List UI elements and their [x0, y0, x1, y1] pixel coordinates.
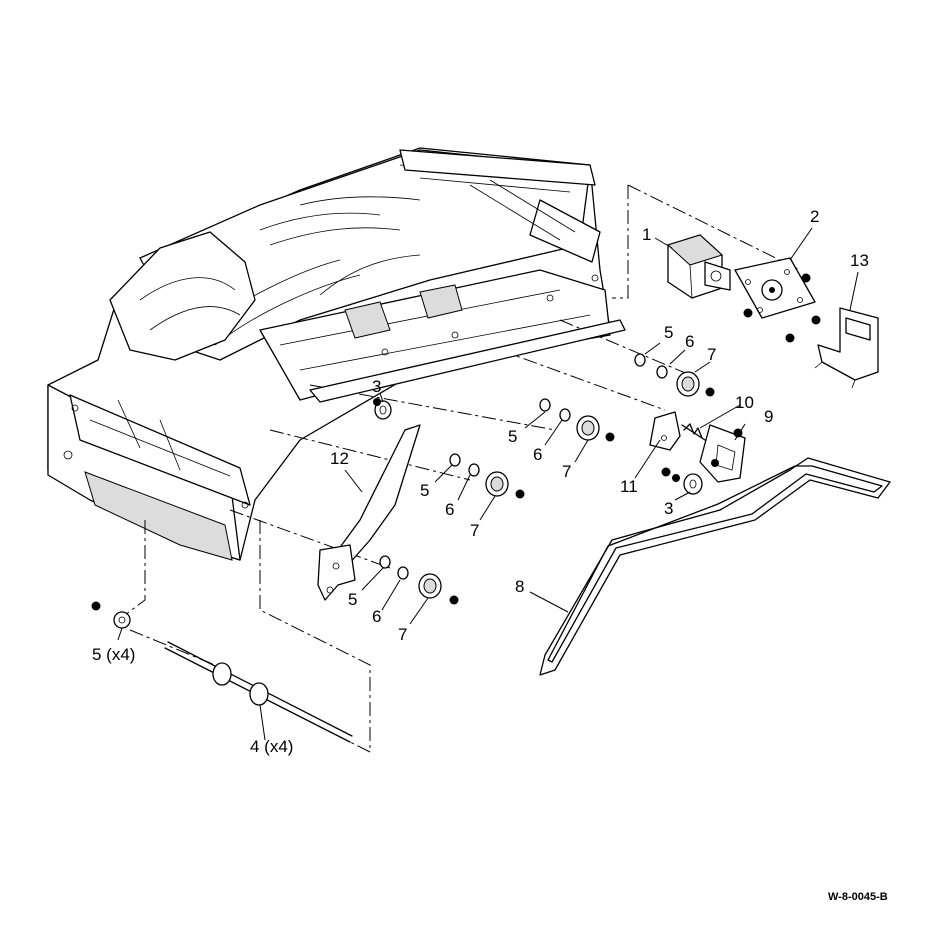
- leader-lines: [117, 227, 859, 741]
- callout-5-a: 5: [664, 323, 673, 342]
- callout-6-a: 6: [685, 332, 694, 351]
- roller-3-upper[interactable]: [373, 398, 392, 420]
- callout-5-d: 5: [348, 590, 357, 609]
- callout-7-c: 7: [470, 521, 479, 540]
- callout-7-a: 7: [707, 345, 716, 364]
- callout-5-b: 5: [508, 427, 517, 446]
- main-housing-assembly: [47, 147, 611, 561]
- motor-mount-plate[interactable]: [734, 257, 821, 343]
- roller-3-lower[interactable]: [672, 473, 703, 495]
- assembly-guide-lines: [124, 184, 801, 753]
- callout-12: 12: [330, 449, 349, 468]
- callout-11: 11: [620, 477, 638, 496]
- callout-8: 8: [515, 577, 524, 596]
- callout-10: 10: [735, 393, 754, 412]
- tensioner-assembly[interactable]: [649, 411, 746, 483]
- gear-set-d[interactable]: [379, 555, 459, 605]
- side-bracket-12[interactable]: [309, 319, 626, 601]
- callout-5-x4: 5 (x4): [92, 645, 135, 664]
- callout-labels: 1 2 13 3 3 5 6 7 5 6 7 5 6 7 5 6 7 8 9 1…: [92, 207, 869, 756]
- motor[interactable]: [667, 234, 731, 299]
- callout-4-x4: 4 (x4): [250, 737, 293, 756]
- callout-1: 1: [642, 225, 651, 244]
- figure-code: W-8-0045-B: [828, 891, 888, 903]
- bracket-13[interactable]: [814, 307, 879, 389]
- nut-5-x4[interactable]: [91, 601, 131, 629]
- callout-7-d: 7: [398, 625, 407, 644]
- drive-belt[interactable]: [539, 457, 891, 676]
- roller-shaft[interactable]: [164, 641, 353, 743]
- gear-set-c[interactable]: [449, 453, 525, 499]
- callout-3-upper: 3: [372, 377, 381, 396]
- callout-5-c: 5: [420, 481, 429, 500]
- gear-set-a[interactable]: [634, 353, 715, 397]
- callout-13: 13: [850, 251, 869, 270]
- callout-6-b: 6: [533, 445, 542, 464]
- callout-9: 9: [764, 407, 773, 426]
- callout-2: 2: [810, 207, 819, 226]
- callout-6-d: 6: [372, 607, 381, 626]
- callout-6-c: 6: [445, 500, 454, 519]
- callout-3-lower: 3: [664, 499, 673, 518]
- callout-7-b: 7: [562, 462, 571, 481]
